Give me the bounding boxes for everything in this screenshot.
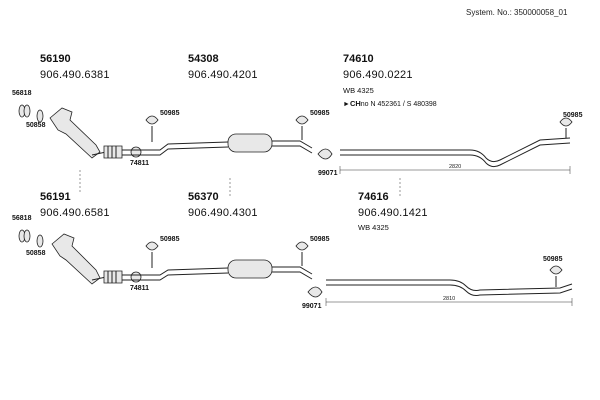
part-number-56370: 56370 xyxy=(188,191,219,203)
tail-pipe-74616 xyxy=(326,279,573,291)
label-50985-bottom-b: 50985 xyxy=(310,236,330,243)
label-74811-top: 74811 xyxy=(130,160,150,167)
part-number-54308: 54308 xyxy=(188,53,219,65)
catalytic-converter-56191 xyxy=(51,233,101,285)
oem-number-56190: 906.490.6381 xyxy=(40,69,110,81)
chassis-note-suffix: no xyxy=(360,101,369,108)
oem-number-56370: 906.490.4301 xyxy=(188,207,258,219)
oem-number-74616: 906.490.1421 xyxy=(358,207,428,219)
part-number-56190: 56190 xyxy=(40,53,71,65)
clamp-ring-56818-b xyxy=(23,104,31,118)
part-number-56191: 56191 xyxy=(40,191,71,203)
catalytic-converter-56190 xyxy=(49,107,101,159)
part-number-74616: 74616 xyxy=(358,191,389,203)
part-number-74610: 74610 xyxy=(343,53,374,65)
label-50985-top-a: 50985 xyxy=(160,110,180,117)
system-number: System. No.: 350000058_01 xyxy=(466,8,568,17)
chassis-note: ►CHno N 452361 / S 480398 xyxy=(343,99,437,108)
label-74811-bottom: 74811 xyxy=(130,285,150,292)
middle-silencer-54308 xyxy=(227,133,273,153)
chassis-note-range: N 452361 / S 480398 xyxy=(368,101,437,108)
hanger-50985-a xyxy=(145,115,159,125)
label-50858-top: 50858 xyxy=(26,122,46,129)
label-50985-bottom-a: 50985 xyxy=(160,236,180,243)
label-50985-bottom-c: 50985 xyxy=(543,256,563,263)
label-50858-bottom: 50858 xyxy=(26,250,46,257)
label-50985-top-c: 50985 xyxy=(563,112,583,119)
dimension-label-top: 2820 xyxy=(449,164,461,170)
chassis-note-prefix: CH xyxy=(349,99,361,108)
dimension-label-bottom: 2810 xyxy=(443,296,455,302)
label-99071-top: 99071 xyxy=(318,170,338,177)
label-99071-bottom: 99071 xyxy=(302,303,322,310)
middle-silencer-56370 xyxy=(227,259,273,279)
tail-pipe-74610 xyxy=(340,137,571,163)
oem-number-54308: 906.490.4201 xyxy=(188,69,258,81)
clamp-99071 xyxy=(317,148,333,160)
gasket-ring-50858 xyxy=(36,109,44,123)
oem-number-74610: 906.490.0221 xyxy=(343,69,413,81)
hanger-50985-c xyxy=(559,117,573,127)
label-56818-bottom: 56818 xyxy=(12,215,32,222)
oem-number-56191: 906.490.6581 xyxy=(40,207,110,219)
wb-code-bottom: WB 4325 xyxy=(358,223,389,232)
label-50985-top-b: 50985 xyxy=(310,110,330,117)
flex-pipe xyxy=(103,145,123,159)
hanger-50985-b xyxy=(295,115,309,125)
label-56818-top: 56818 xyxy=(12,90,32,97)
wb-code-top: WB 4325 xyxy=(343,86,374,95)
